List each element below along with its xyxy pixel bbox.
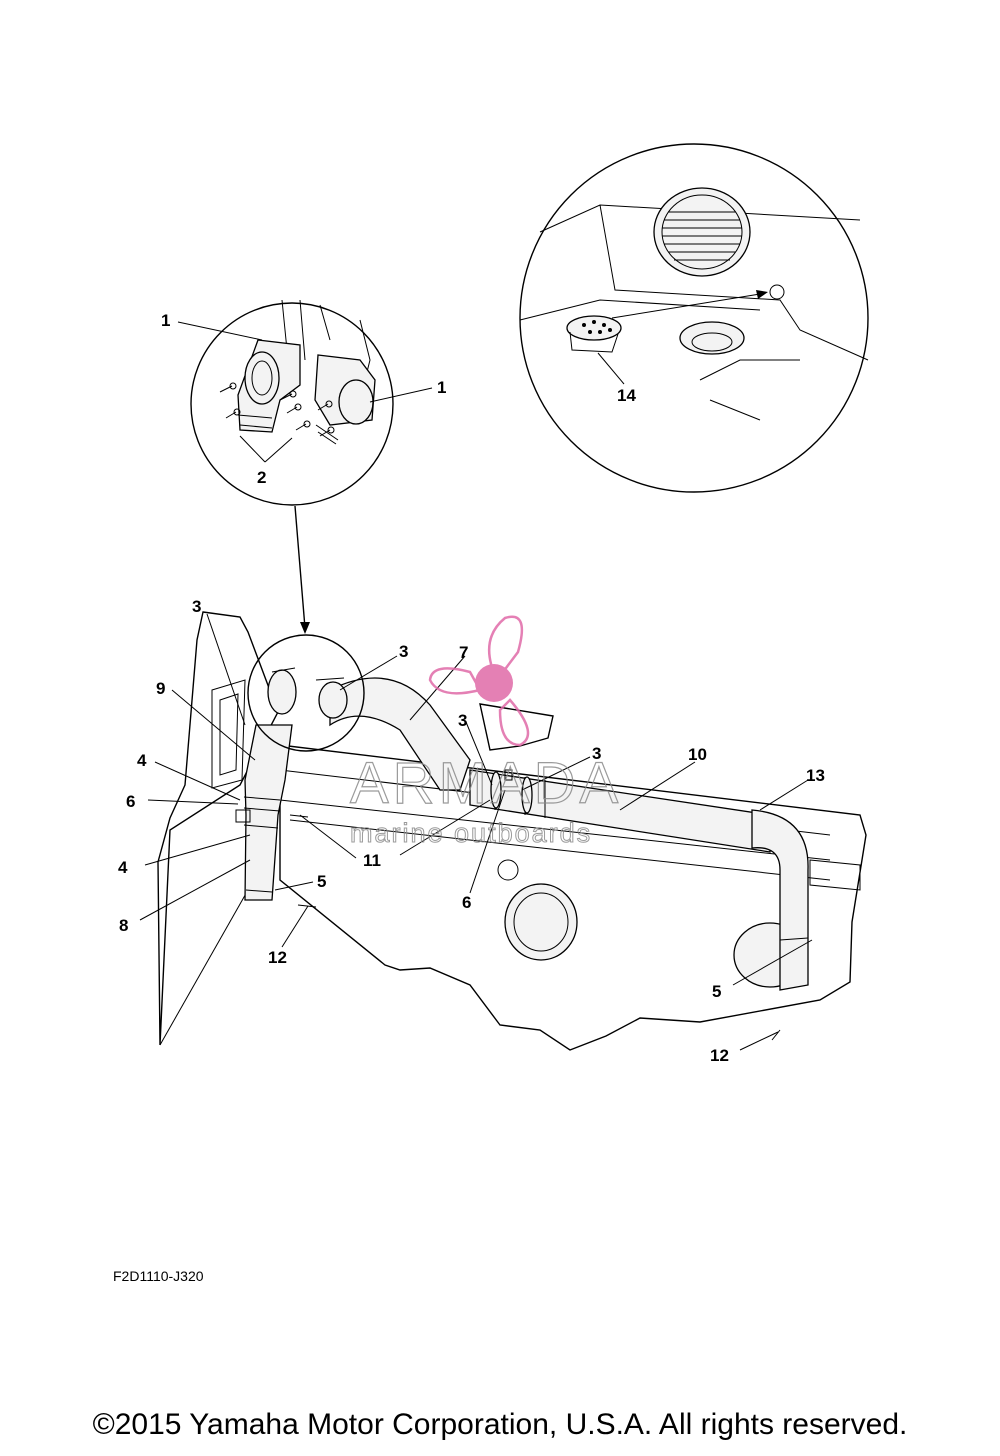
callout-4b: 4 <box>118 858 128 877</box>
callout-7: 7 <box>459 643 468 662</box>
callout-3b: 3 <box>399 642 408 661</box>
callout-14: 14 <box>617 386 636 405</box>
callout-1b: 1 <box>437 378 446 397</box>
callout-2: 2 <box>257 468 266 487</box>
callout-5a: 5 <box>317 872 326 891</box>
callout-6a: 6 <box>126 792 135 811</box>
callout-3c: 3 <box>458 711 467 730</box>
diagram-part-code: F2D1110-J320 <box>113 1268 204 1284</box>
callout-12b: 12 <box>710 1046 729 1065</box>
callout-6b: 6 <box>462 893 471 912</box>
propeller-logo-icon <box>428 615 530 747</box>
callout-10: 10 <box>688 745 707 764</box>
callout-5b: 5 <box>712 982 721 1001</box>
detail-circle-vent <box>519 143 869 493</box>
callout-11: 11 <box>363 851 381 870</box>
copyright-notice: ©2015 Yamaha Motor Corporation, U.S.A. A… <box>92 1408 908 1441</box>
callout-12a: 12 <box>268 948 287 967</box>
watermark-brand: ARMADA <box>350 751 622 816</box>
callout-3a: 3 <box>192 597 201 616</box>
main-assembly <box>157 611 867 1051</box>
watermark: ARMADA marine outboards <box>349 615 622 849</box>
callout-4a: 4 <box>137 751 147 770</box>
callout-9: 9 <box>156 679 165 698</box>
callout-8: 8 <box>119 916 128 935</box>
watermark-tagline: marine outboards <box>350 818 592 848</box>
callout-1a: 1 <box>161 311 170 330</box>
callout-13: 13 <box>806 766 825 785</box>
callout-labels: 1 1 2 3 3 3 3 4 4 5 5 6 6 7 8 9 10 11 12… <box>118 311 825 1065</box>
callout-3d: 3 <box>592 744 601 763</box>
detail-circle-elbows <box>190 299 394 506</box>
